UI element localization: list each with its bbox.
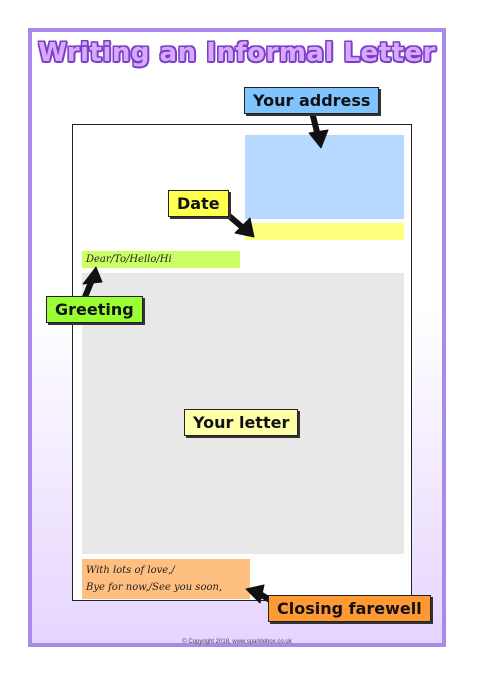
poster-title: Writing an Informal Letter (38, 38, 436, 68)
letter-page: Dear/To/Hello/Hi With lots of love,/ Bye… (72, 124, 412, 601)
closing-line-1: With lots of love,/ (86, 565, 175, 576)
address-zone (245, 135, 404, 219)
label-closing-farewell: Closing farewell (268, 595, 431, 622)
label-greeting: Greeting (46, 296, 143, 323)
poster: Writing an Informal Letter Dear/To/Hello… (28, 28, 446, 647)
label-your-letter: Your letter (184, 409, 299, 436)
greeting-zone: Dear/To/Hello/Hi (82, 251, 240, 268)
copyright-text: © Copyright 2018, www.sparklebox.co.uk (182, 639, 292, 645)
closing-zone: With lots of love,/ Bye for now,/See you… (82, 559, 250, 599)
label-date: Date (168, 190, 229, 217)
date-zone (245, 223, 404, 240)
label-your-address: Your address (244, 87, 380, 114)
closing-line-2: Bye for now,/See you soon, (86, 582, 223, 593)
